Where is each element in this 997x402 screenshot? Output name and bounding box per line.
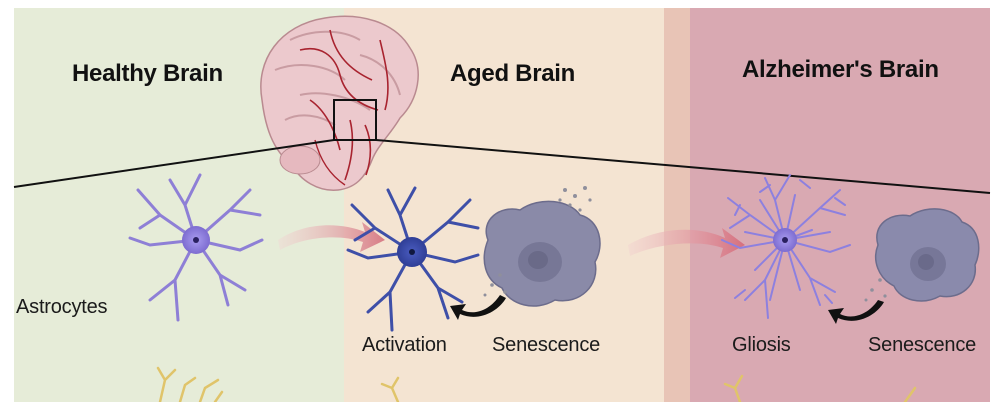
bottom-decoration [158, 368, 915, 402]
senescent-cell-icon [484, 186, 601, 306]
brain-icon [261, 16, 418, 190]
title-alzheimers-brain: Alzheimer's Brain [742, 56, 939, 84]
label-activation: Activation [362, 334, 447, 357]
zoom-line-right [376, 140, 990, 193]
title-healthy-brain: Healthy Brain [72, 60, 223, 88]
label-senescence-ad: Senescence [868, 334, 976, 357]
label-senescence-aged: Senescence [492, 334, 600, 357]
black-curved-arrow-icon-2 [828, 300, 884, 324]
label-astrocytes: Astrocytes [16, 296, 107, 319]
title-aged-brain: Aged Brain [450, 60, 575, 88]
label-gliosis: Gliosis [732, 334, 791, 357]
senescent-cell-icon-2 [865, 209, 979, 307]
curved-arrow-icon [278, 222, 385, 252]
astrocyte-icon [130, 175, 262, 320]
